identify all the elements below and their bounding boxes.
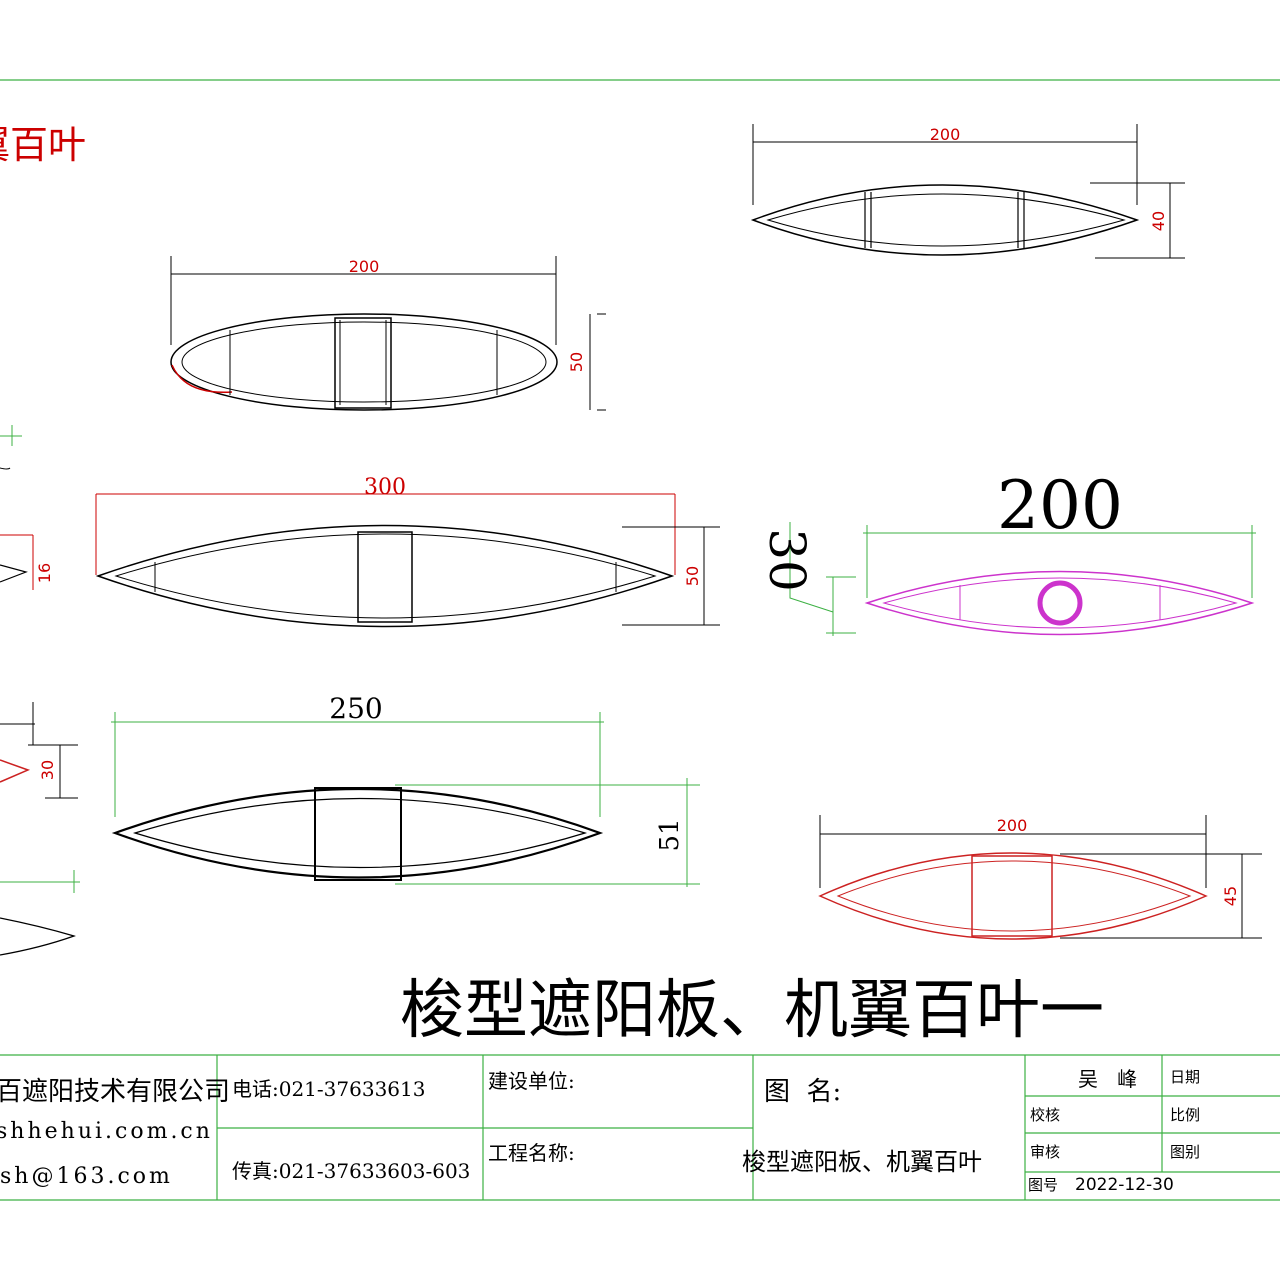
profile-6-center-box [971, 855, 1053, 937]
partial-dim-16-label: 16 [35, 563, 54, 583]
tb-client-label: 建设单位: [488, 1069, 575, 1093]
partial-profile-b [0, 564, 28, 583]
profile-2-red-arc [171, 364, 233, 394]
partial-profile-a [0, 467, 11, 470]
dim-4-height-label: 30 [758, 528, 816, 592]
profile-6: 200 45 [818, 815, 1262, 940]
partial-dim-30-label: 30 [38, 760, 57, 780]
profile-5: 250 51 [111, 692, 700, 887]
tb-fax: 传真:021-37633603-603 [232, 1159, 470, 1183]
tb-category-label: 图别 [1170, 1143, 1200, 1161]
dim-2-width-label: 200 [349, 257, 380, 276]
profile-6-outline [818, 852, 1208, 940]
top-title: 翼百叶 [0, 123, 86, 167]
dim-6-height-label: 45 [1221, 886, 1240, 906]
profile-4: 200 30 [758, 467, 1256, 636]
tb-scale-label: 比例 [1170, 1106, 1200, 1124]
profile-2-center-box [334, 317, 392, 409]
profile-4-outline [864, 570, 1255, 636]
profile-1-inner [766, 193, 1126, 247]
tb-website: shhehui.com.cn [0, 1119, 213, 1144]
profile-2-outline [170, 313, 558, 411]
profile-3-center-box [357, 531, 413, 623]
profile-5-center-box [314, 787, 402, 881]
tb-project-label: 工程名称: [488, 1141, 575, 1165]
tb-company: 百遮阳技术有限公司 [0, 1077, 230, 1107]
profile-1-outline [750, 184, 1140, 256]
tb-date-label: 日期 [1170, 1068, 1200, 1086]
profile-3: 300 50 [95, 475, 720, 628]
tb-email: sh@163.com [0, 1164, 173, 1189]
tb-drawing-no-label: 图号 [1028, 1176, 1058, 1194]
tb-designer: 吴 峰 [1078, 1067, 1137, 1091]
tb-review-label: 审核 [1030, 1143, 1060, 1161]
main-title: 梭型遮阳板、机翼百叶一 [400, 974, 1104, 1048]
tb-phone: 电话:021-37633613 [232, 1077, 425, 1101]
profile-3-outline [95, 524, 675, 628]
profile-4-inner [882, 577, 1238, 629]
dim-6-width-label: 200 [997, 816, 1028, 835]
dim-4-leader [789, 522, 834, 613]
profile-1: 200 40 [750, 124, 1185, 259]
dim-1-width-label: 200 [930, 125, 961, 144]
dim-3-width-label: 300 [364, 475, 406, 500]
title-block: 百遮阳技术有限公司 shhehui.com.cn sh@163.com 电话:0… [0, 1054, 1280, 1201]
partial-profiles-left: 16 30 [0, 425, 80, 956]
dim-5-height-label: 51 [655, 818, 685, 851]
profile-2: 200 50 [170, 256, 606, 411]
tb-drawing-name: 梭型遮阳板、机翼百叶 [742, 1148, 982, 1176]
profile-5-inner [132, 797, 588, 869]
profile-2-inner [181, 321, 547, 403]
profile-3-inner [114, 533, 657, 619]
dim-1-height-label: 40 [1149, 211, 1168, 231]
profile-4-tube [1037, 580, 1083, 626]
dim-5-width-label: 250 [329, 692, 382, 725]
profile-5-outline [111, 787, 604, 879]
tb-drawing-name-label: 图 名: [764, 1077, 841, 1107]
dim-2-height-label: 50 [567, 352, 586, 372]
dim-3-height-label: 50 [683, 566, 702, 586]
partial-profile-c [0, 759, 31, 783]
partial-profile-d [0, 917, 76, 956]
tb-date-value: 2022-12-30 [1075, 1175, 1174, 1195]
tb-check-label: 校核 [1030, 1106, 1060, 1124]
dim-4-width-label: 200 [997, 467, 1123, 544]
profile-6-inner [836, 860, 1192, 932]
